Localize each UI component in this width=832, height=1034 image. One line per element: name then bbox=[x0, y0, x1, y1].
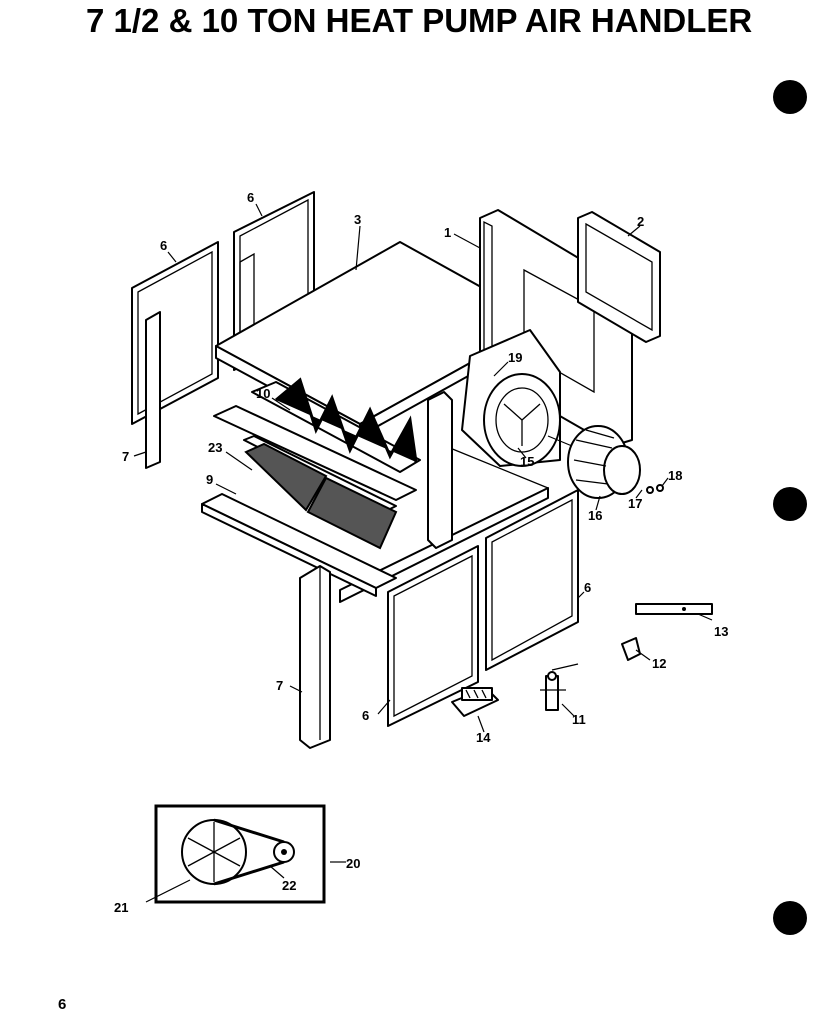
label-14: 14 bbox=[476, 730, 491, 745]
binder-hole-bottom bbox=[773, 901, 807, 935]
label-6-front-right: 6 bbox=[584, 580, 591, 595]
terminal-block bbox=[451, 687, 499, 717]
inset-detail-box bbox=[145, 804, 346, 904]
label-13: 13 bbox=[714, 624, 728, 639]
label-6-left: 6 bbox=[160, 238, 167, 253]
page-title: 7 1/2 & 10 TON HEAT PUMP AIR HANDLER bbox=[86, 2, 753, 39]
label-22: 22 bbox=[282, 878, 296, 893]
label-6-front-left: 6 bbox=[362, 708, 369, 723]
label-12: 12 bbox=[652, 656, 666, 671]
label-3: 3 bbox=[354, 212, 361, 227]
left-side-panel bbox=[131, 241, 219, 425]
set-screw-parts bbox=[646, 484, 664, 494]
filter-frame bbox=[577, 211, 661, 343]
page-number: 6 bbox=[58, 996, 67, 1013]
front-corner-post bbox=[299, 565, 331, 749]
center-post bbox=[427, 391, 453, 549]
label-7-upper: 7 bbox=[122, 449, 129, 464]
binder-hole-top bbox=[773, 80, 807, 114]
filter-rack bbox=[201, 405, 417, 597]
label-23: 23 bbox=[208, 440, 222, 455]
leader-lines bbox=[133, 203, 713, 733]
label-20: 20 bbox=[346, 856, 360, 871]
blower-housing bbox=[461, 329, 561, 467]
label-10: 10 bbox=[256, 386, 270, 401]
label-17: 17 bbox=[628, 496, 642, 511]
blower-wheel bbox=[547, 425, 641, 499]
front-left-lower-panel bbox=[387, 545, 479, 727]
heater-strip bbox=[635, 603, 713, 615]
label-21: 21 bbox=[114, 900, 128, 915]
label-16: 16 bbox=[588, 508, 602, 523]
sensor-assembly bbox=[540, 663, 579, 711]
label-18: 18 bbox=[668, 468, 682, 483]
label-7-lower: 7 bbox=[276, 678, 283, 693]
binder-hole-middle bbox=[773, 487, 807, 521]
front-right-lower-panel bbox=[485, 489, 579, 671]
evaporator-coil bbox=[251, 377, 421, 473]
label-1: 1 bbox=[444, 225, 451, 240]
left-upper-post bbox=[145, 311, 161, 469]
bracket-part bbox=[621, 637, 641, 661]
label-6-rear: 6 bbox=[247, 190, 254, 205]
label-2: 2 bbox=[637, 214, 644, 229]
label-11: 11 bbox=[572, 712, 586, 727]
label-15: 15 bbox=[520, 454, 534, 469]
label-19: 19 bbox=[508, 350, 522, 365]
label-9: 9 bbox=[206, 472, 213, 487]
